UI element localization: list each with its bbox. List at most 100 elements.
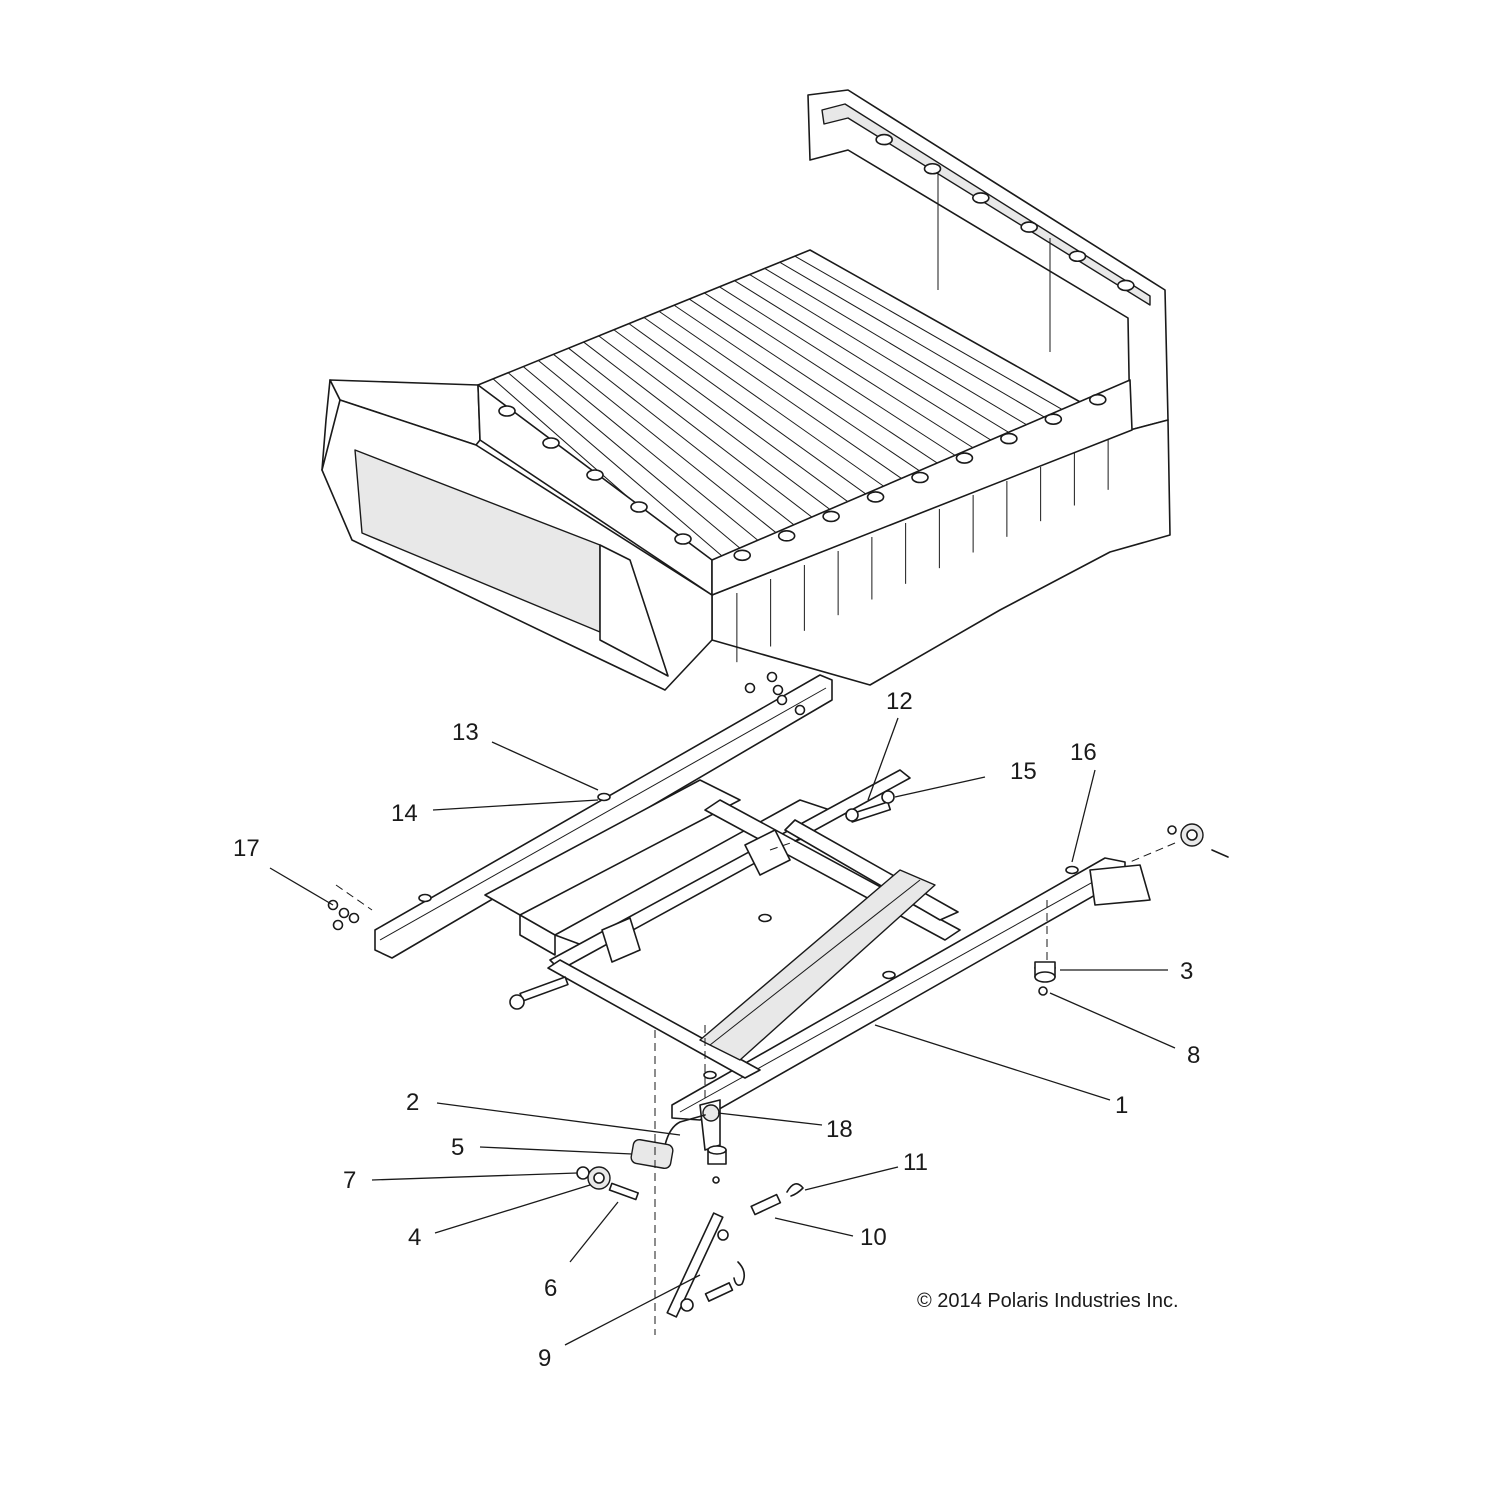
callout-2: 2 (406, 1089, 419, 1116)
frame-bolt (1065, 865, 1079, 875)
floor-rib (583, 341, 846, 543)
callout-labels: 1 2 3 4 5 6 7 8 9 10 11 12 13 14 15 16 1… (233, 688, 1200, 1372)
rail-bolt (772, 684, 784, 696)
callout-10: 10 (860, 1224, 887, 1251)
bolt-12 (845, 801, 892, 823)
bolt-left (509, 976, 569, 1010)
rim-holes (498, 133, 1135, 562)
leader-17 (269, 867, 334, 906)
floor-rib (628, 323, 903, 521)
floor-rib (704, 292, 998, 483)
floor-rib (794, 255, 1112, 438)
floor-rib (643, 317, 922, 513)
floor-rib (538, 360, 789, 566)
rim-hole (1117, 279, 1135, 292)
bushing-4 (587, 1166, 611, 1190)
rim-hole (1020, 221, 1038, 233)
callout-8: 8 (1187, 1042, 1200, 1069)
frame-bolt (882, 970, 896, 980)
floor-rib (673, 304, 960, 498)
floor-rib (764, 267, 1074, 453)
callout-12: 12 (886, 688, 913, 715)
hardware (327, 671, 1229, 1318)
leader-lines (269, 717, 1176, 1346)
rim-hole (1068, 250, 1087, 263)
nut-15 (881, 790, 895, 804)
floor-rib (779, 261, 1093, 446)
rail-top-bolts (744, 671, 806, 716)
frame-bolt (703, 1070, 717, 1080)
frame-bolt (418, 893, 432, 903)
leader-13 (491, 741, 599, 791)
rim-hole (923, 162, 942, 175)
rim-hole (777, 530, 796, 542)
bumper-lower (707, 1145, 727, 1165)
callout-14: 14 (391, 800, 418, 827)
leader-16 (1071, 769, 1096, 863)
rim-hole (498, 405, 516, 417)
floor-rib (553, 353, 808, 558)
callout-9: 9 (538, 1345, 551, 1372)
washer-8 (1038, 986, 1048, 996)
rim-hole (586, 469, 604, 481)
leader-6 (569, 1201, 619, 1263)
callout-7: 7 (343, 1167, 356, 1194)
frame-assembly (374, 674, 1151, 1151)
leader-9 (564, 1274, 701, 1346)
rail-bolt (744, 682, 756, 694)
leader-4 (434, 1184, 591, 1234)
pin-10 (750, 1193, 782, 1216)
bolt-6 (608, 1182, 639, 1201)
leader-8 (1049, 992, 1176, 1049)
floor-rib (598, 335, 865, 536)
callout-4: 4 (408, 1224, 421, 1251)
rail-bolt (766, 671, 778, 683)
copyright-notice: © 2014 Polaris Industries Inc. (917, 1290, 1179, 1312)
rim-hole (1044, 413, 1063, 425)
clip-11 (786, 1183, 804, 1197)
leader-2 (436, 1102, 681, 1136)
rim-hole (972, 192, 990, 204)
leader-1 (874, 1024, 1111, 1101)
rim-hole (542, 437, 560, 449)
grip-5 (630, 1138, 674, 1170)
rail-bolt (794, 704, 806, 716)
leader-11 (804, 1166, 899, 1191)
rim-hole (955, 452, 974, 464)
callout-17: 17 (233, 835, 260, 862)
rim-hole (674, 533, 692, 545)
floor-rib (613, 329, 884, 528)
callout-1: 1 (1115, 1092, 1128, 1119)
leader-5 (479, 1146, 633, 1155)
floor-rib (719, 286, 1017, 476)
floor-ribs (492, 255, 1112, 588)
frame-bolt (597, 792, 611, 802)
callout-6: 6 (544, 1275, 557, 1302)
leader-15 (894, 776, 986, 798)
leader-14 (432, 799, 599, 811)
callout-5: 5 (451, 1134, 464, 1161)
callout-11: 11 (903, 1149, 928, 1176)
rim-hole (1088, 393, 1107, 406)
bolt-17 (338, 907, 350, 919)
frame-bolts (418, 792, 1079, 1080)
rim-hole (822, 510, 840, 523)
frame-bolt (758, 913, 772, 923)
strut-9 (666, 1212, 746, 1318)
rim-hole (630, 501, 648, 513)
callout-18: 18 (826, 1116, 853, 1143)
bushing-18 (702, 1104, 720, 1122)
rim-hole (866, 491, 885, 503)
callout-16: 16 (1070, 739, 1097, 766)
bushing-right (1167, 823, 1229, 858)
cargo-box (321, 89, 1171, 691)
nut-7 (576, 1166, 590, 1180)
bolt-17 (332, 919, 344, 931)
rim-hole (875, 133, 893, 146)
callout-3: 3 (1180, 958, 1193, 985)
bolts-17 (327, 899, 360, 931)
alignment-lines (335, 837, 1176, 1335)
floor-rib (658, 310, 941, 506)
rim-hole (733, 549, 752, 562)
leader-12 (867, 717, 899, 801)
